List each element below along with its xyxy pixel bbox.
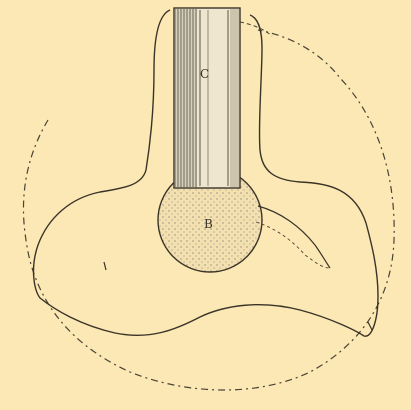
tube-shading-left <box>175 9 197 187</box>
label-c: C <box>200 67 209 81</box>
left-lobe-mark <box>104 262 106 270</box>
duct <box>258 206 330 268</box>
label-b: B <box>204 217 213 231</box>
duct-lower-edge <box>256 222 330 268</box>
shoulder-dashed-line <box>240 22 272 36</box>
right-lobe-mark <box>368 322 372 330</box>
tube-shading-right <box>230 9 239 187</box>
